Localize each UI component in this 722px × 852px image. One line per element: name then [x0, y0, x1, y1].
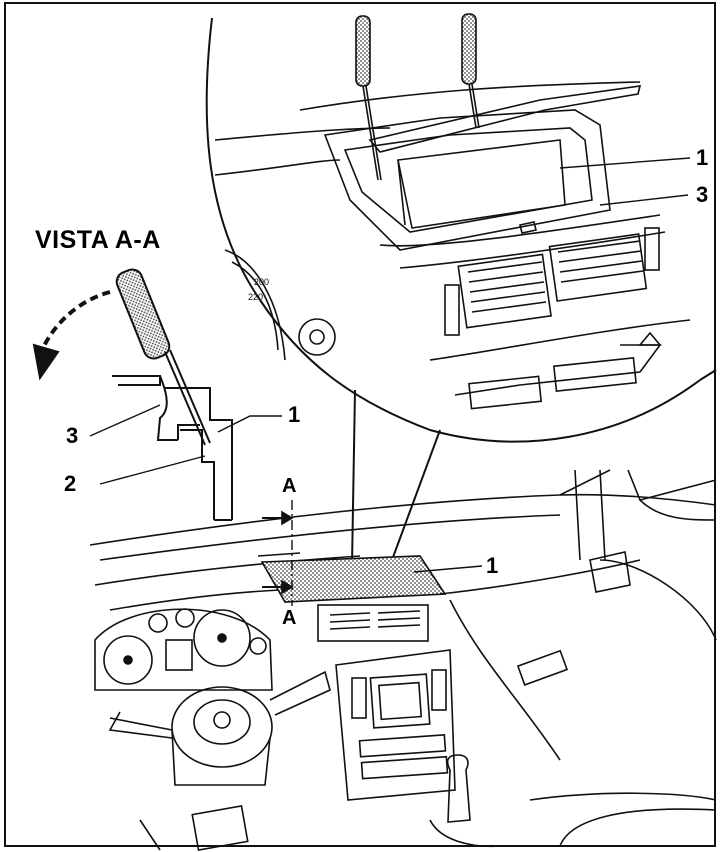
callout-section-trim: 3: [66, 423, 79, 448]
callout-dash-cover: 1: [486, 553, 499, 578]
screwdriver-icon: [115, 268, 211, 446]
detail-air-vent-left: [457, 253, 552, 329]
screwdriver-icon: [355, 13, 480, 181]
detail-gauge: [298, 318, 336, 356]
dashboard-overview: [89, 157, 717, 851]
svg-text:200: 200: [254, 277, 269, 287]
figure-frame: [4, 2, 716, 847]
detail-magnifier: [205, 17, 717, 566]
detail-dashboard: 220 200: [214, 81, 691, 410]
rotation-arrow-icon: [40, 290, 111, 351]
section-view: [32, 268, 282, 521]
detail-air-vent-right: [548, 233, 648, 302]
glovebox-cover: [260, 555, 447, 603]
callout-section-cover: 1: [288, 402, 301, 427]
steering-column: [108, 670, 331, 786]
svg-text:220: 220: [248, 292, 263, 302]
view-title: VISTA A-A: [35, 226, 161, 254]
callout-section-clip: 2: [64, 471, 77, 496]
gear-shifter: [429, 754, 501, 848]
detail-speedometer: 220 200: [224, 249, 286, 361]
instrument-cluster: [94, 608, 273, 691]
section-mark-top: A: [282, 475, 297, 497]
radio-console: [335, 649, 456, 801]
callout-top-glovebox: 1: [696, 145, 709, 170]
section-mark-bottom: A: [282, 607, 297, 629]
callout-top-trim: 3: [696, 182, 709, 207]
